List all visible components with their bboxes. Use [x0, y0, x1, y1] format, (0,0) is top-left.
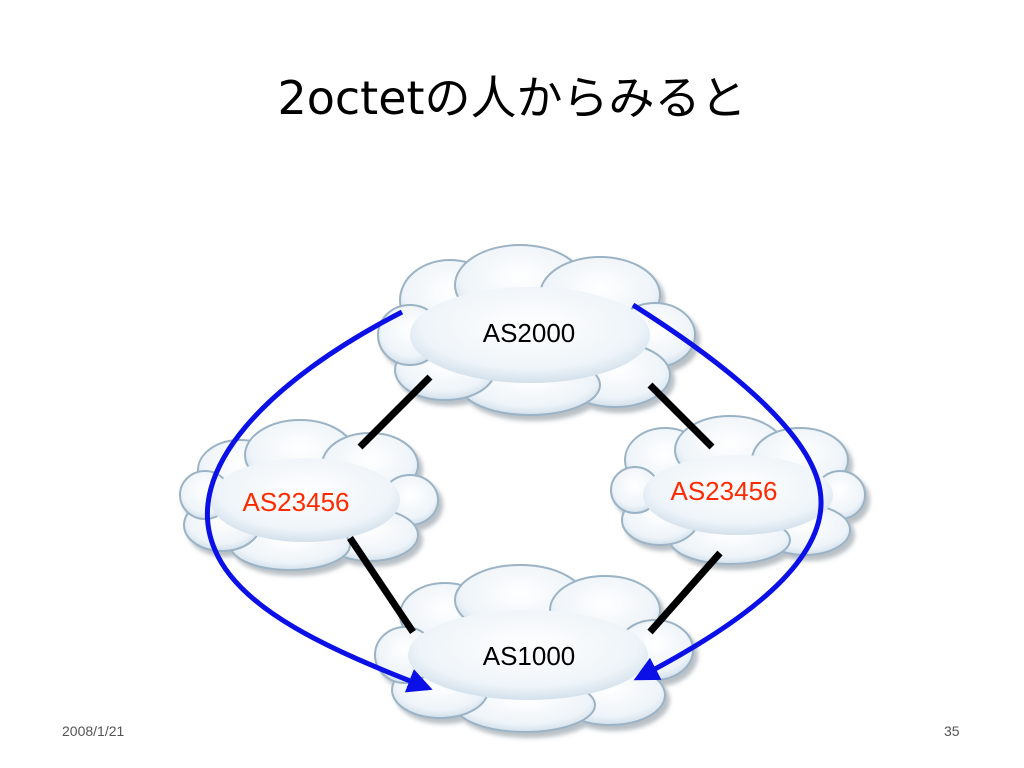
- slide-title: 2octetの人からみると: [277, 71, 747, 125]
- node-label-as23456-left: AS23456: [243, 487, 350, 517]
- node-label-as23456-right: AS23456: [671, 476, 778, 506]
- path-arrow-right: [631, 302, 824, 681]
- cloud-as2000: [377, 244, 696, 416]
- cloud-as23456-right: [610, 415, 866, 565]
- link-as2000-left: [357, 374, 433, 450]
- link-right-as1000: [647, 550, 723, 635]
- path-arrow-left: [204, 309, 433, 693]
- slide-date: 2008/1/21: [62, 723, 125, 739]
- link-as2000-right: [647, 382, 715, 450]
- link-left-as1000: [347, 536, 416, 634]
- slide-page-number: 35: [944, 723, 960, 739]
- node-label-as1000: AS1000: [483, 641, 576, 671]
- cloud-as1000: [374, 564, 694, 733]
- node-label-as2000: AS2000: [483, 318, 576, 348]
- cloud-as23456-left: [179, 419, 439, 571]
